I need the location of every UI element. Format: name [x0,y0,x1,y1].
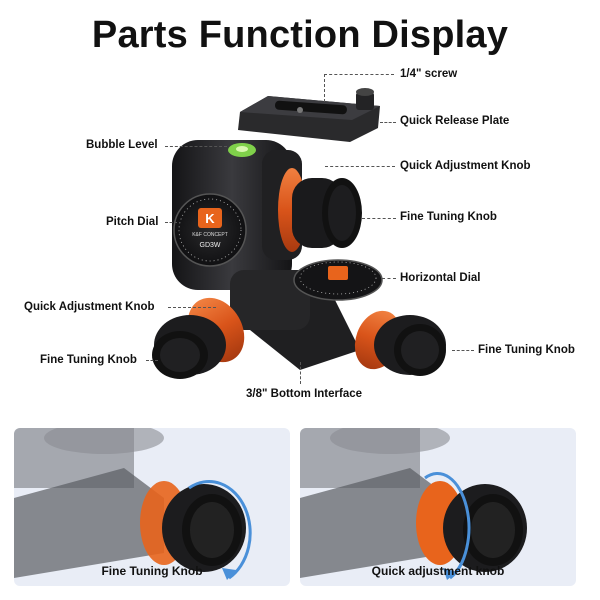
leader-quick-left [168,307,216,308]
callout-quick-adjustment-knob-top: Quick Adjustment Knob [400,160,531,172]
callout-pitch-dial: Pitch Dial [106,216,159,228]
leader-quick-top [325,166,395,167]
leader-fine-right [362,218,396,219]
dial-brand: K&F CONCEPT [192,232,228,238]
callout-quick-release-plate: Quick Release Plate [400,115,510,127]
page-title: Parts Function Display [91,14,509,56]
detail-panel-quick-adjustment: Quick adjustment knob [300,428,576,586]
callout-bottom-interface: 3/8" Bottom Interface [246,388,363,400]
detail-panel-fine-tuning: Fine Tuning Knob [14,428,290,586]
leader-screw [324,74,325,102]
front-fine-tuning-knob [354,310,446,376]
quick-release-plate [238,96,380,142]
quick-adjustment-detail-illustration [300,428,527,580]
tripod-head-illustration: K K&F CONCEPT GD3W [152,88,446,379]
dial-logo-letter: K [205,211,215,226]
top-fine-tuning-knob [278,168,362,252]
leader-screw-h [324,74,394,75]
callout-fine-tuning-knob-left: Fine Tuning Knob [40,354,137,366]
fine-tuning-detail-illustration [14,428,252,580]
leader-pitch [165,222,177,223]
leader-bubble [165,146,227,147]
pitch-dial [173,193,247,267]
left-fine-tuning-knob [152,297,245,379]
screw [356,88,374,110]
leader-plate [380,122,396,123]
callout-quick-adjustment-knob-left: Quick Adjustment Knob [24,301,155,313]
dial-model: GD3W [200,242,221,249]
bubble-level [228,143,256,157]
leader-horizontal [382,278,396,279]
panel-right-caption: Quick adjustment knob [371,564,505,578]
panel-left-caption: Fine Tuning Knob [101,564,203,578]
callout-fine-tuning-knob-right: Fine Tuning Knob [400,211,497,223]
horizontal-dial [293,259,383,301]
callout-fine-tuning-knob-front: Fine Tuning Knob [478,344,575,356]
callout-bubble-level: Bubble Level [86,139,158,151]
callout-horizontal-dial: Horizontal Dial [400,272,481,284]
leader-fine-left [146,360,158,361]
callout-screw: 1/4" screw [400,68,458,80]
rotation-arrow-icon [424,472,471,580]
leader-bottom [300,362,301,384]
leader-fine-front [452,350,474,351]
rotation-arrow-icon [188,480,252,580]
